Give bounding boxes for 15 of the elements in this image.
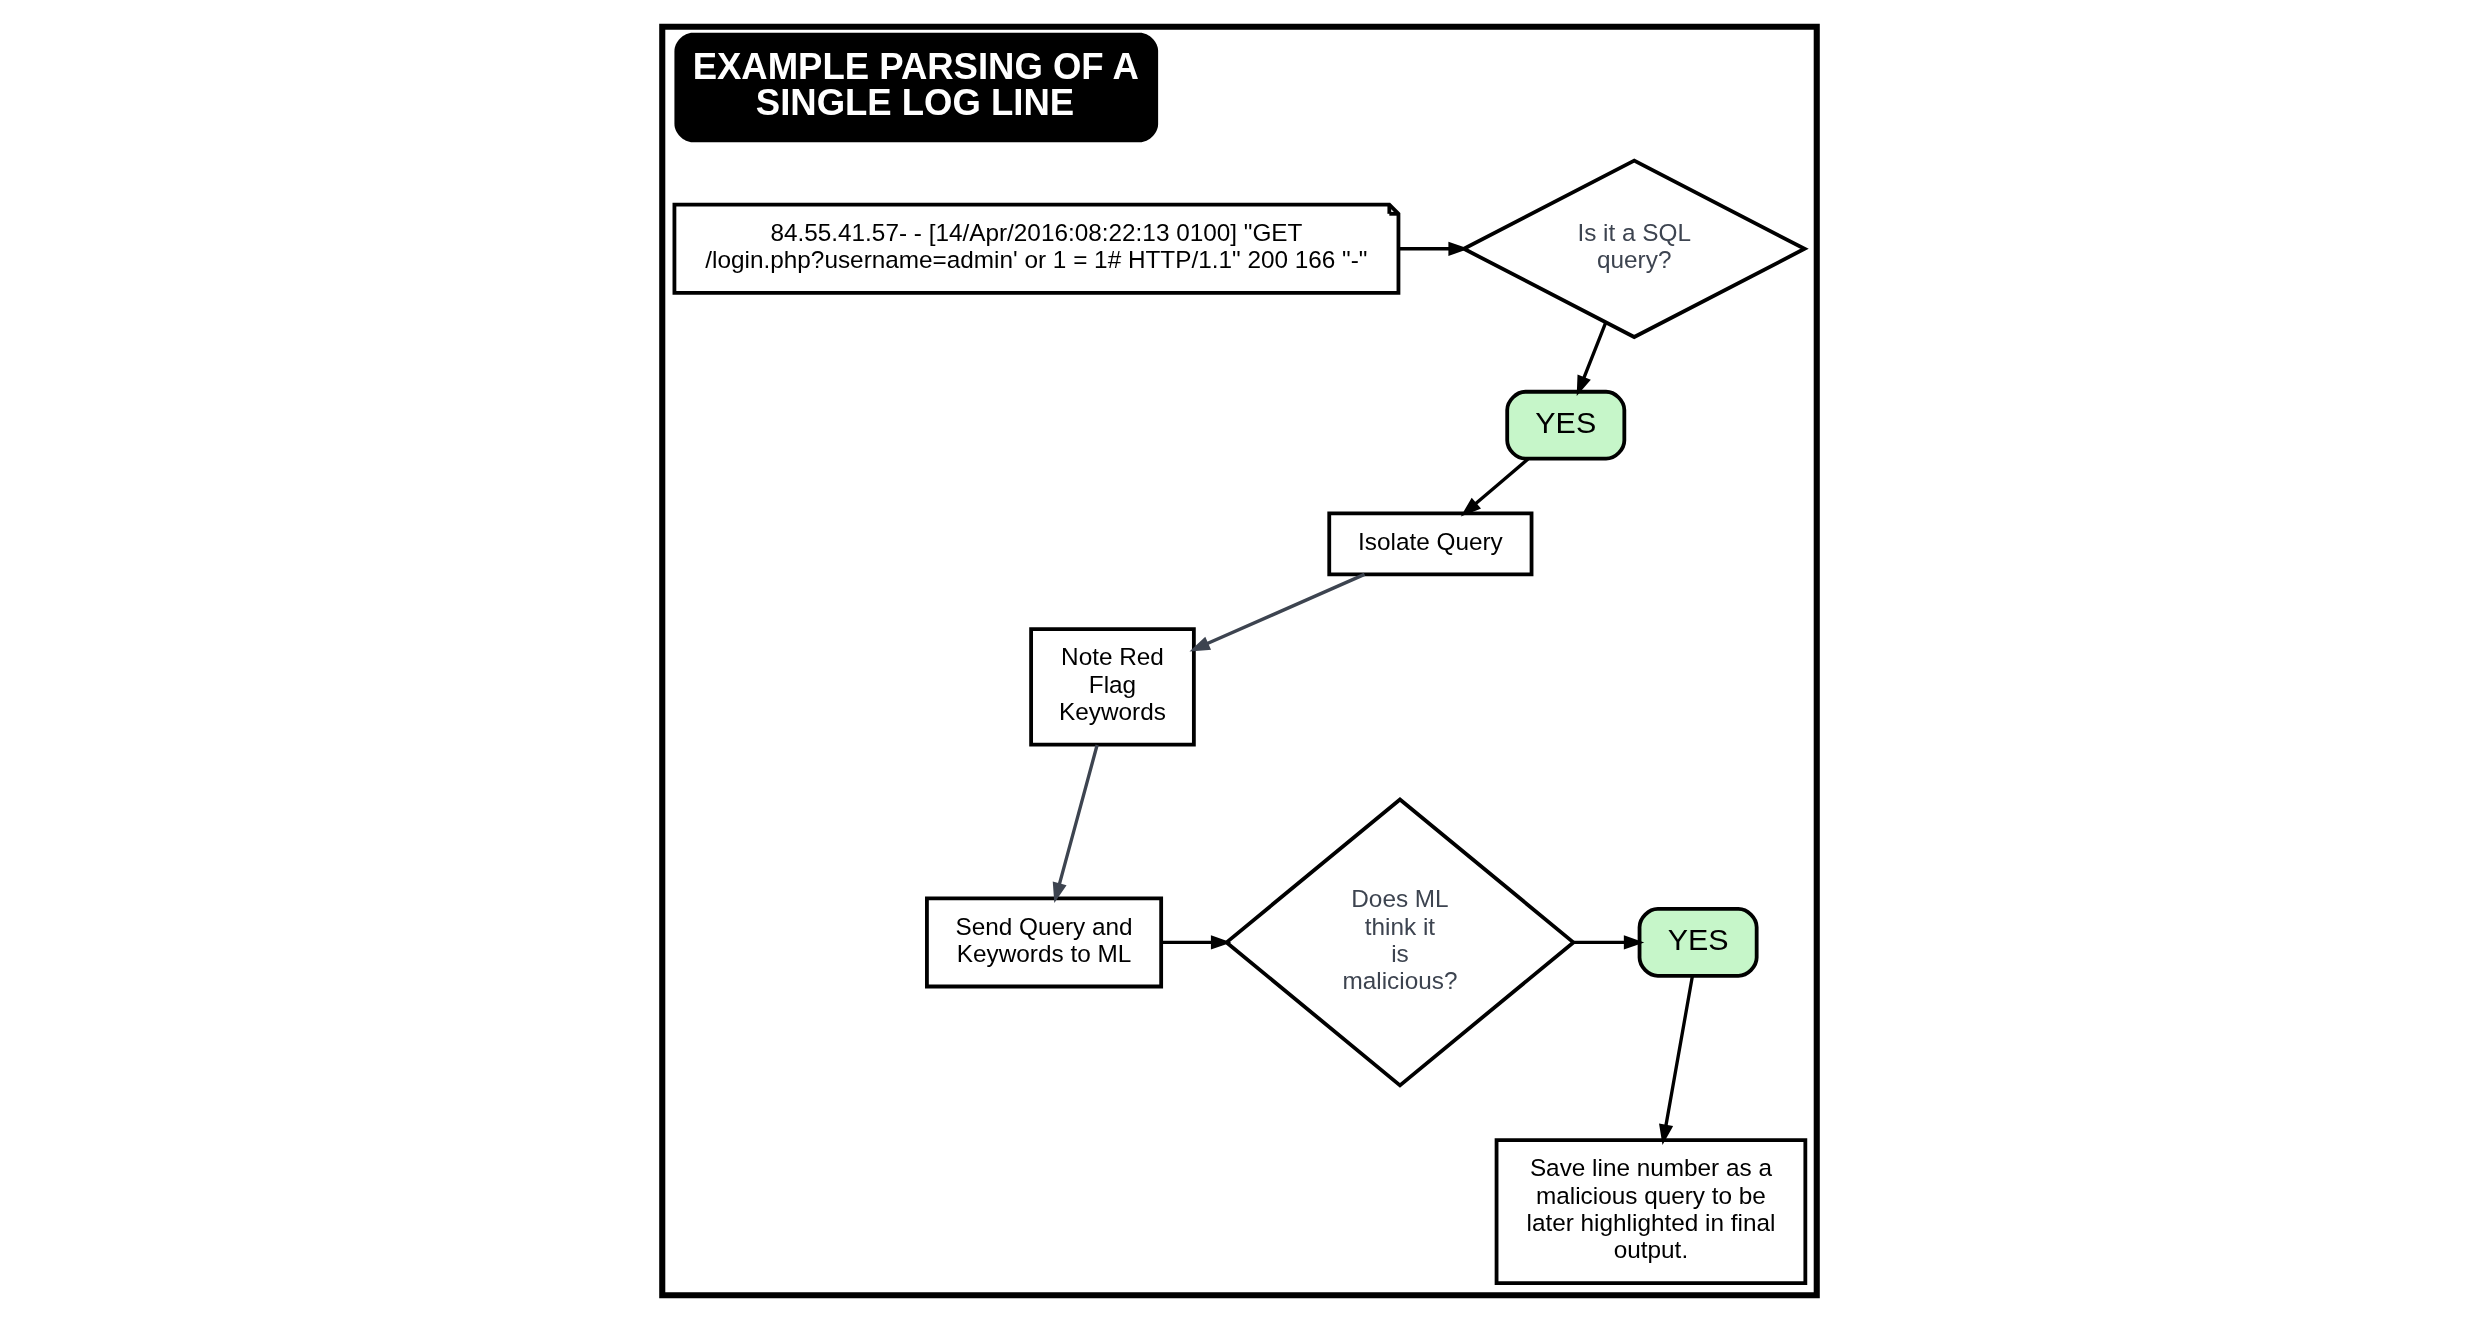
arrow (1398, 241, 1469, 256)
node-box: Isolate Query (1326, 511, 1533, 577)
node-box: Save line number as a malicious query to be later highlighted in final output. (1494, 1138, 1807, 1285)
node-box: Note Red Flag Keywords (1028, 627, 1196, 747)
arrow (1188, 572, 1365, 652)
arrow (1052, 744, 1099, 904)
node-box: YES (1504, 389, 1626, 461)
node-box: YES (1637, 907, 1759, 978)
arrow (1573, 935, 1644, 950)
node-diamond: Does ML think it is malicious? (1223, 796, 1576, 1088)
node-box: Send Query and Keywords to ML (924, 896, 1163, 989)
arrow (1576, 321, 1607, 397)
arrow (1460, 457, 1529, 517)
arrow (1658, 975, 1694, 1145)
arrow (1161, 935, 1231, 950)
